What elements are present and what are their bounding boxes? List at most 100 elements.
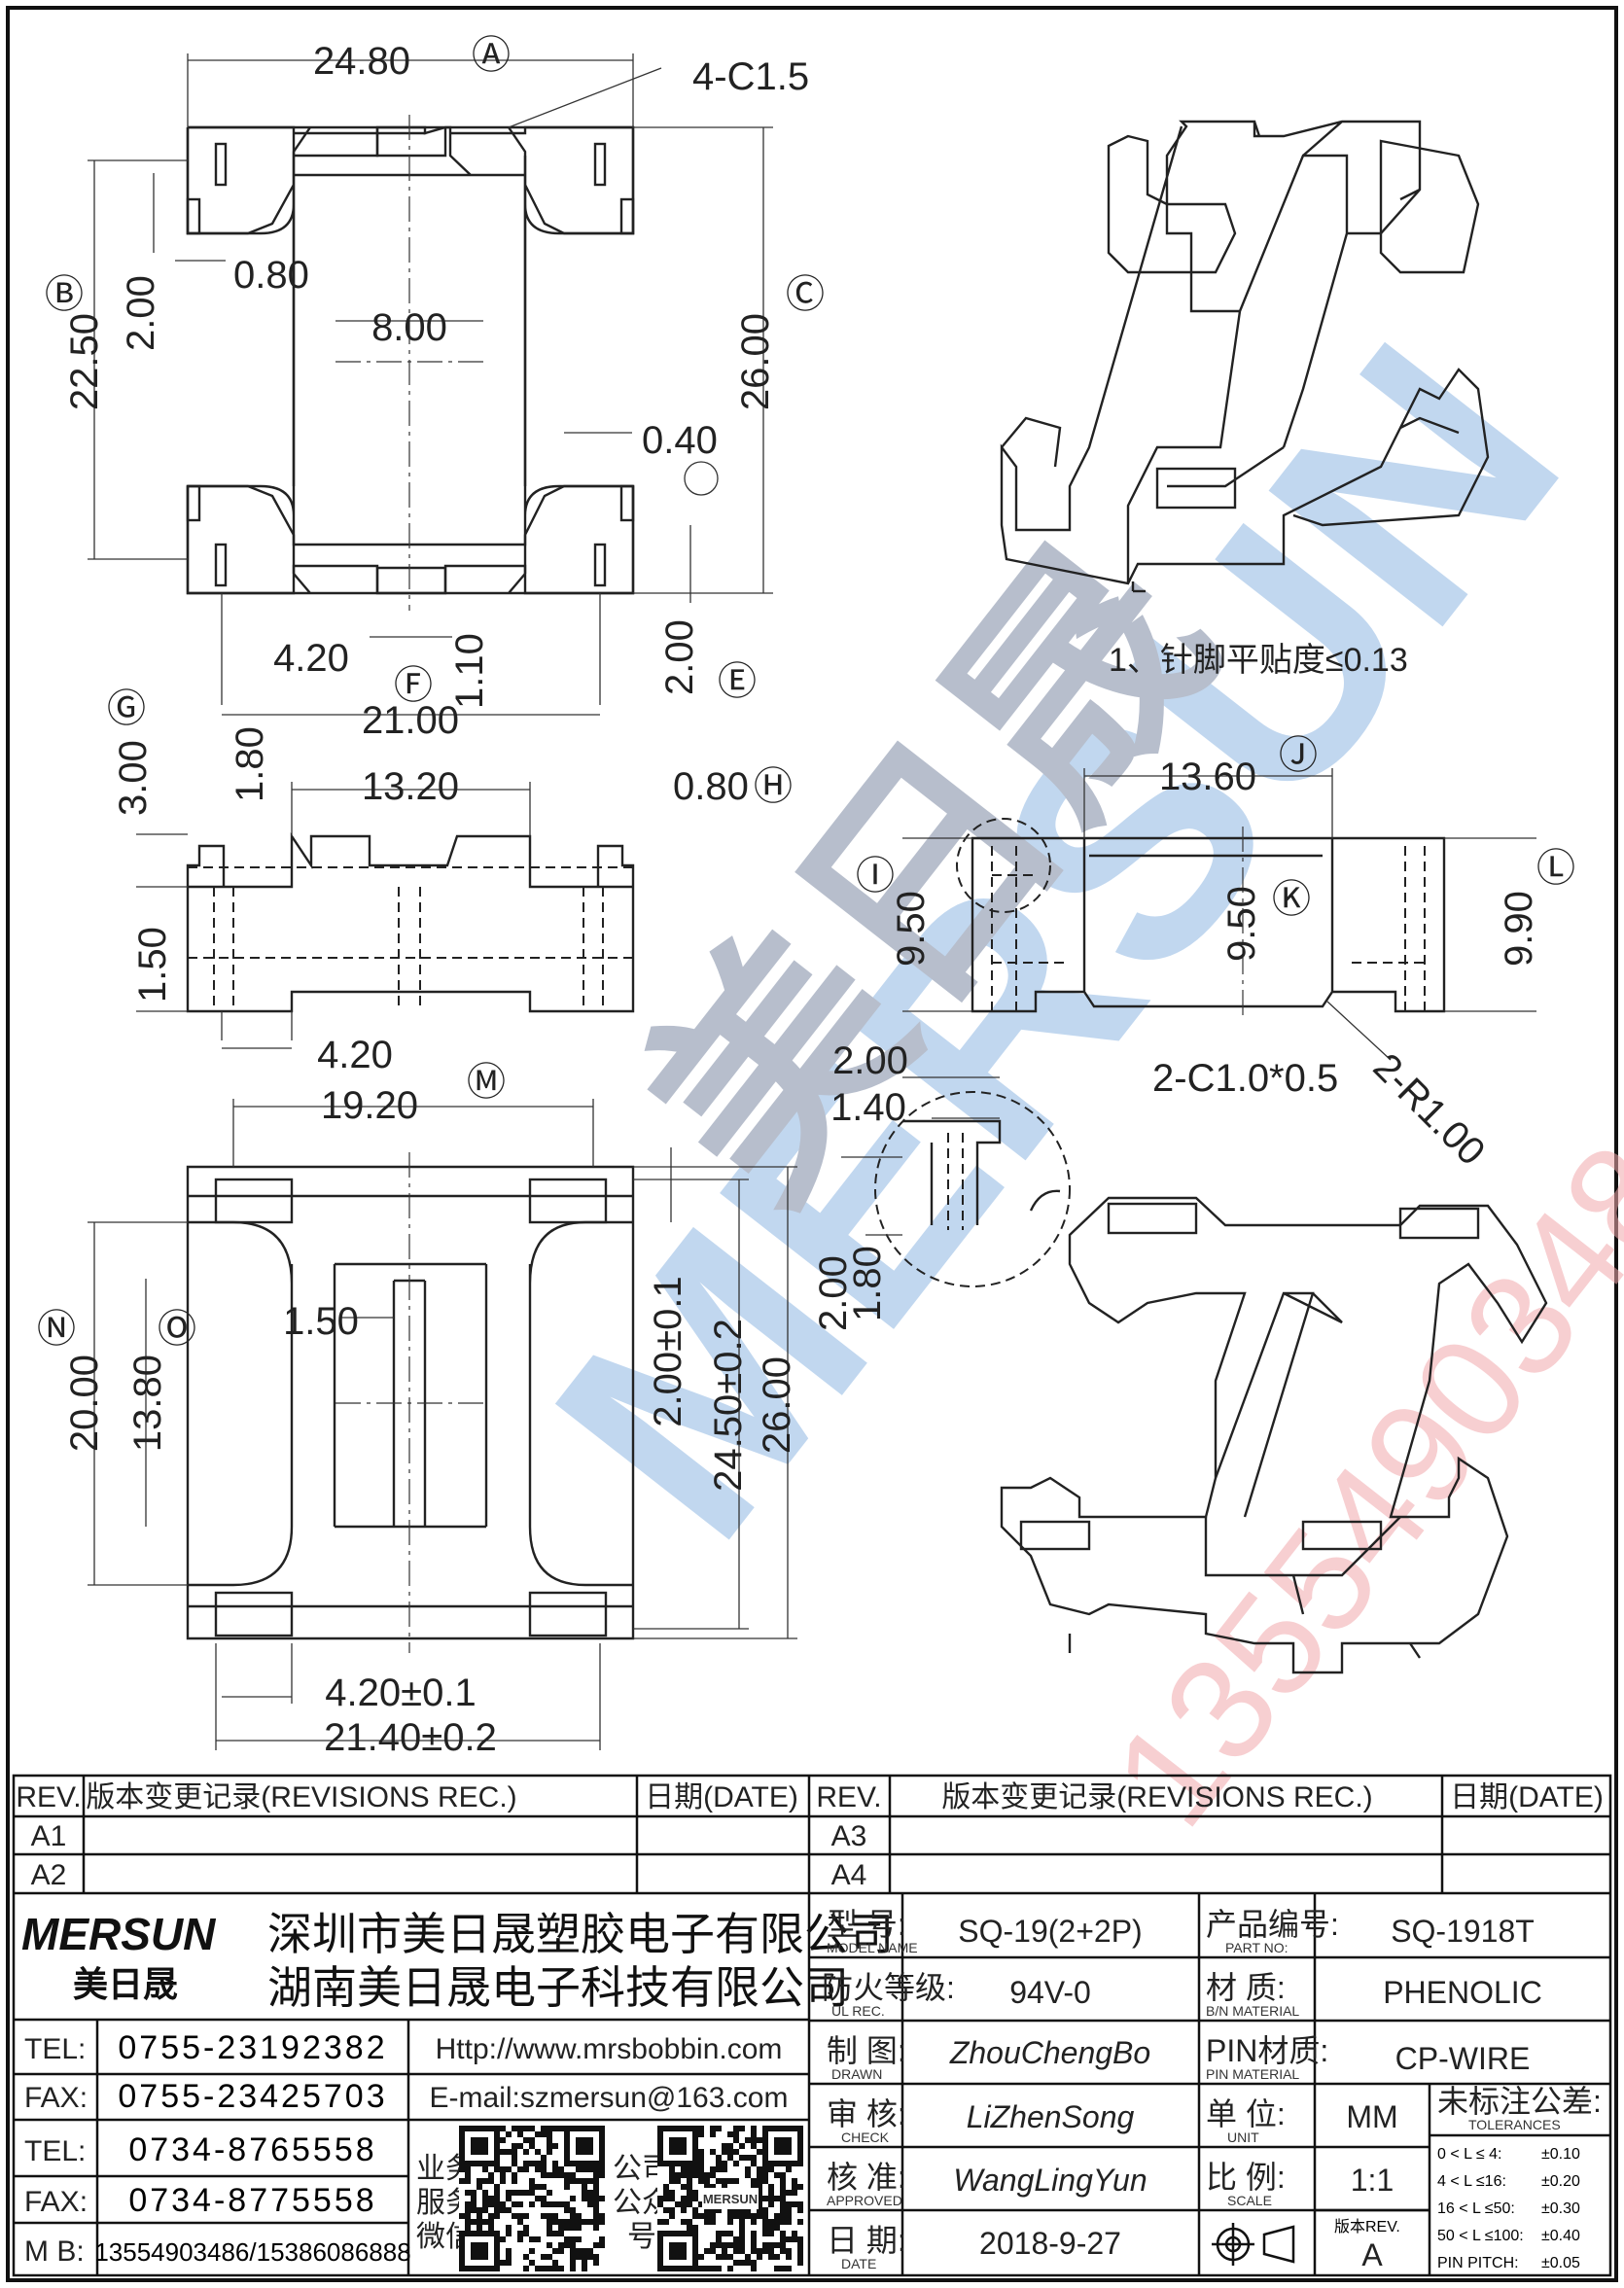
contact-label: FAX: bbox=[24, 2186, 88, 2218]
qr-module bbox=[587, 2219, 593, 2225]
qr-module bbox=[459, 2260, 465, 2266]
qr-module bbox=[564, 2201, 570, 2207]
qr-module bbox=[552, 2219, 558, 2225]
qr-module bbox=[687, 2219, 692, 2225]
qr-module bbox=[727, 2254, 733, 2260]
qr-module bbox=[663, 2161, 669, 2166]
qr-module bbox=[500, 2260, 506, 2266]
qr-module bbox=[576, 2166, 582, 2172]
qr-module bbox=[488, 2231, 494, 2236]
qr-module bbox=[506, 2248, 512, 2254]
qr-module bbox=[471, 2137, 477, 2143]
qr-module bbox=[675, 2242, 681, 2248]
qr-module bbox=[535, 2149, 541, 2155]
spec-pin-material: CP-WIRE bbox=[1395, 2041, 1531, 2076]
qr-module bbox=[465, 2166, 471, 2172]
qr-module bbox=[547, 2266, 552, 2271]
dim-bottom-2000: 20.00 bbox=[63, 1355, 106, 1452]
qr-module bbox=[757, 2196, 762, 2201]
qr-module bbox=[547, 2225, 552, 2231]
qr-module bbox=[512, 2172, 517, 2178]
qr-module bbox=[733, 2149, 739, 2155]
qr-module bbox=[576, 2225, 582, 2231]
qr-module bbox=[500, 2126, 506, 2131]
tol-range: PIN PITCH: bbox=[1437, 2255, 1519, 2271]
dim-bottom-200t: 2.00±0.1 bbox=[647, 1276, 689, 1426]
qr-module bbox=[774, 2143, 780, 2149]
qr-module bbox=[657, 2242, 663, 2248]
qr-module bbox=[780, 2207, 786, 2213]
dim-slot-080: 0.80 bbox=[233, 254, 309, 297]
qr-module bbox=[762, 2126, 768, 2131]
spec-part-no: SQ-1918T bbox=[1391, 1914, 1535, 1949]
qr-module bbox=[535, 2266, 541, 2271]
dim-side-180: 1.80 bbox=[229, 726, 271, 802]
iso-bottom-core bbox=[1204, 1291, 1401, 1615]
qr-module bbox=[552, 2260, 558, 2266]
qr-module bbox=[552, 2172, 558, 2178]
qr-module bbox=[541, 2155, 547, 2161]
qr-module bbox=[541, 2166, 547, 2172]
qr-module bbox=[541, 2201, 547, 2207]
qr-module bbox=[669, 2248, 675, 2254]
qr-module bbox=[757, 2184, 762, 2190]
qr-module bbox=[710, 2213, 716, 2219]
dim-end-990: 9.90 bbox=[1498, 891, 1540, 967]
qr-module bbox=[774, 2161, 780, 2166]
qr-module bbox=[512, 2190, 517, 2196]
qr-module bbox=[459, 2126, 465, 2131]
qr-module bbox=[657, 2155, 663, 2161]
qr-module bbox=[576, 2161, 582, 2166]
qr-module bbox=[552, 2248, 558, 2254]
qr-module bbox=[459, 2155, 465, 2161]
qr-module bbox=[570, 2254, 576, 2260]
qr-module bbox=[675, 2248, 681, 2254]
qr-module bbox=[797, 2260, 803, 2266]
qr-module bbox=[739, 2225, 745, 2231]
qr-module bbox=[459, 2149, 465, 2155]
qr-module bbox=[500, 2178, 506, 2184]
spec-unit-label: 单 位: bbox=[1206, 2096, 1286, 2131]
qr-module bbox=[517, 2231, 523, 2236]
tol-value: ±0.05 bbox=[1541, 2255, 1580, 2271]
qr-module bbox=[739, 2143, 745, 2149]
qr-module bbox=[780, 2231, 786, 2236]
qr-module bbox=[797, 2143, 803, 2149]
qr-module bbox=[512, 2178, 517, 2184]
qr-module bbox=[494, 2242, 500, 2248]
qr-module bbox=[722, 2143, 727, 2149]
iso-slot bbox=[1155, 467, 1237, 510]
qr-module bbox=[716, 2207, 722, 2213]
qr-module bbox=[739, 2126, 745, 2131]
qr-module bbox=[797, 2126, 803, 2131]
qr-module bbox=[506, 2207, 512, 2213]
qr-module bbox=[722, 2231, 727, 2236]
contact-value: 0755-23192382 bbox=[118, 2029, 387, 2066]
contact-label: M B: bbox=[24, 2235, 85, 2268]
qr-module bbox=[716, 2161, 722, 2166]
qr-module bbox=[657, 2219, 663, 2225]
dim-side-080: 0.80 bbox=[673, 765, 749, 808]
dim-width-top: 24.80 bbox=[313, 40, 410, 83]
qr-module bbox=[494, 2166, 500, 2172]
tol-value: ±0.10 bbox=[1541, 2146, 1580, 2163]
qr-module bbox=[768, 2196, 774, 2201]
qr-module bbox=[687, 2190, 692, 2196]
qr-module bbox=[459, 2248, 465, 2254]
qr-module bbox=[564, 2149, 570, 2155]
qr-module bbox=[657, 2196, 663, 2201]
qr-module bbox=[757, 2166, 762, 2172]
qr-module bbox=[471, 2126, 477, 2131]
qr-module bbox=[698, 2178, 704, 2184]
qr-module bbox=[692, 2196, 698, 2201]
qr-module bbox=[780, 2143, 786, 2149]
qr-module bbox=[564, 2225, 570, 2231]
qr-module bbox=[576, 2236, 582, 2242]
qr-module bbox=[512, 2143, 517, 2149]
qr-module bbox=[757, 2248, 762, 2254]
qr-module bbox=[459, 2266, 465, 2271]
qr-module bbox=[494, 2236, 500, 2242]
qr-module bbox=[704, 2178, 710, 2184]
qr-module bbox=[482, 2242, 488, 2248]
qr-module bbox=[722, 2178, 727, 2184]
